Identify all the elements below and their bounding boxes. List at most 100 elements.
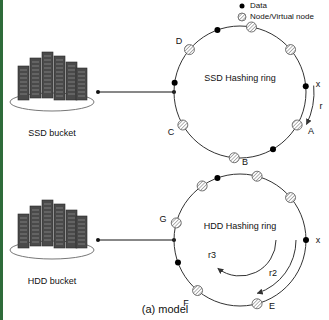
server-slot	[56, 80, 63, 81]
data-dot	[270, 146, 276, 152]
server-slot	[32, 86, 39, 87]
node-letter: B	[242, 158, 248, 167]
hdd-bucket: HDD bucket	[6, 196, 98, 290]
server-slot	[44, 72, 51, 73]
server-slot	[44, 92, 51, 93]
ring-outline	[174, 26, 306, 158]
legend-text: Node/Virtual node	[250, 13, 314, 21]
server-tower	[66, 210, 77, 248]
server-slot	[68, 242, 75, 243]
server-slot	[78, 92, 85, 93]
server-tower	[30, 58, 41, 98]
virtual-node	[193, 286, 203, 296]
server-slot	[20, 234, 27, 235]
server-slot	[56, 96, 63, 97]
hdd-hashing-ring: HDD Hashing ring	[174, 174, 306, 306]
virtual-node	[197, 181, 207, 191]
legend-swatch	[240, 4, 245, 9]
legend-sample	[236, 1, 248, 11]
server-slot	[32, 222, 39, 223]
server-icon	[6, 196, 98, 290]
server-slot	[56, 236, 63, 237]
server-slot	[68, 86, 75, 87]
server-slot	[20, 78, 27, 79]
bucket-label: HDD bucket	[28, 276, 77, 286]
server-slot	[56, 224, 63, 225]
server-slot	[56, 216, 63, 217]
server-slot	[78, 96, 85, 97]
server-slot	[44, 56, 51, 57]
server-slot	[44, 64, 51, 65]
server-slot	[68, 70, 75, 71]
server-slot	[68, 234, 75, 235]
virtual-node	[292, 120, 302, 130]
server-icon	[6, 48, 98, 142]
server-tower	[54, 56, 65, 100]
server-slot	[20, 226, 27, 227]
server-slot	[44, 204, 51, 205]
server-slot	[56, 228, 63, 229]
server-slot	[20, 86, 27, 87]
server-slot	[78, 224, 85, 225]
node-letter: D	[176, 37, 183, 46]
server-slot	[32, 78, 39, 79]
virtual-node	[184, 45, 194, 55]
virtual-node	[178, 120, 188, 130]
server-slot	[44, 88, 51, 89]
server-slot	[78, 232, 85, 233]
server-slot	[44, 208, 51, 209]
request-label: r2	[269, 269, 277, 278]
virtual-node	[252, 171, 262, 181]
server-slot	[32, 226, 39, 227]
server-slot	[78, 244, 85, 245]
server-slot	[20, 218, 27, 219]
server-slot	[20, 82, 27, 83]
server-slot	[56, 72, 63, 73]
server-slot	[56, 64, 63, 65]
server-slot	[20, 222, 27, 223]
server-slot	[32, 66, 39, 67]
server-slot	[44, 240, 51, 241]
server-slot	[56, 232, 63, 233]
server-slot	[56, 60, 63, 61]
data-key: x	[316, 236, 321, 245]
data-dot	[214, 175, 220, 181]
request-label: r	[320, 102, 323, 111]
server-slot	[20, 94, 27, 95]
server-slot	[68, 94, 75, 95]
request-label: r3	[208, 251, 216, 260]
server-slot	[44, 68, 51, 69]
server-tower	[76, 68, 87, 100]
lookup-arc	[307, 86, 314, 125]
server-slot	[78, 220, 85, 221]
bucket-link	[98, 240, 174, 241]
server-slot	[32, 82, 39, 83]
server-slot	[68, 230, 75, 231]
node-letter: G	[159, 215, 166, 224]
server-slot	[68, 78, 75, 79]
server-tower	[42, 200, 53, 246]
server-slot	[78, 76, 85, 77]
server-slot	[56, 92, 63, 93]
lookup-arc	[218, 240, 276, 276]
server-slot	[68, 222, 75, 223]
hash-ring	[174, 174, 306, 306]
server-tower	[54, 204, 65, 248]
legend-entry: Data	[236, 1, 267, 11]
server-slot	[44, 212, 51, 213]
server-slot	[44, 236, 51, 237]
server-slot	[68, 66, 75, 67]
server-slot	[78, 72, 85, 73]
server-slot	[78, 88, 85, 89]
data-key: x	[316, 80, 321, 89]
server-slot	[44, 80, 51, 81]
ring-title: HDD Hashing ring	[204, 221, 277, 231]
server-tower	[66, 62, 77, 100]
node-letter: E	[269, 302, 275, 311]
server-slot	[56, 88, 63, 89]
server-slot	[68, 226, 75, 227]
virtual-node	[229, 153, 239, 163]
server-slot	[32, 62, 39, 63]
legend-entry: Node/Virtual node	[236, 12, 314, 22]
